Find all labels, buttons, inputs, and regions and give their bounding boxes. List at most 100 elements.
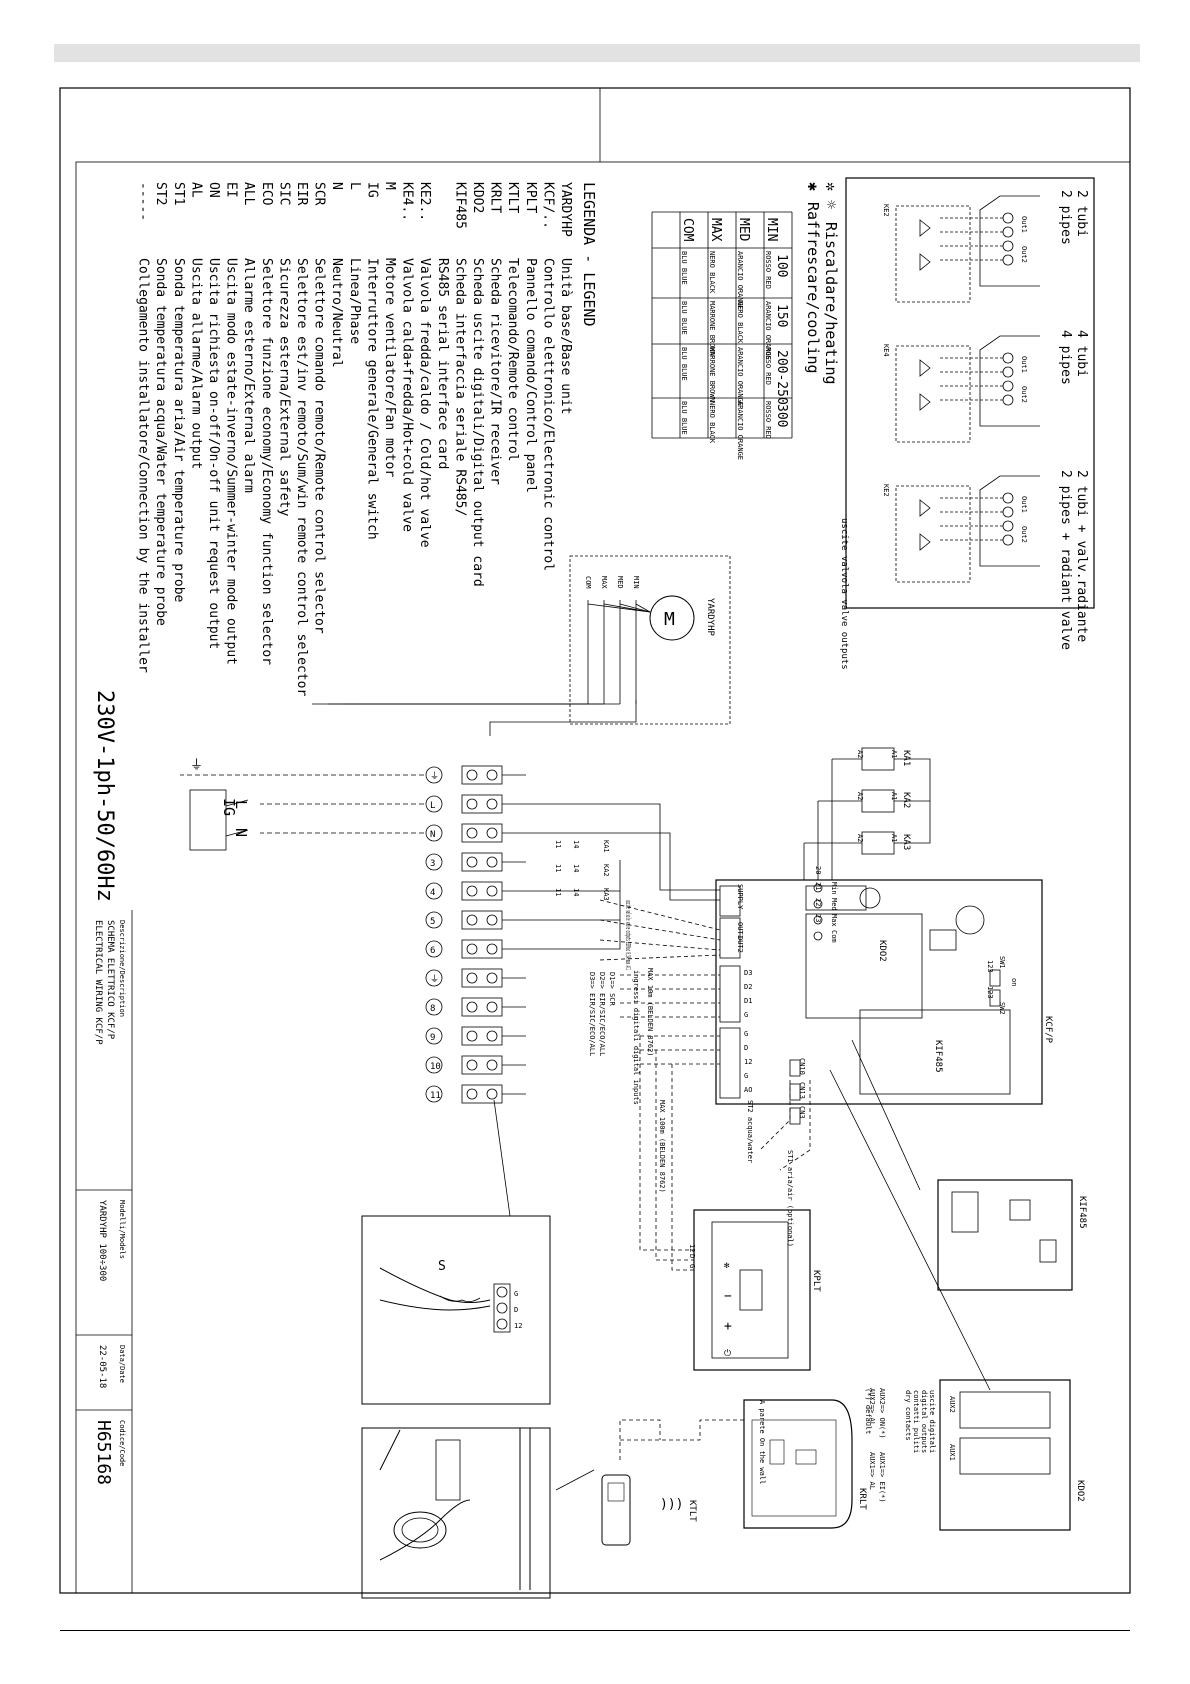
relay-contact-pin-group: 14: [572, 864, 580, 872]
kplt-terminal: 12: [688, 1244, 696, 1252]
legend-desc: Unità base/Base unit: [558, 258, 573, 415]
table-header: 100: [774, 254, 789, 277]
terminal-number-circle: [425, 1056, 443, 1074]
motor-terminal-label: Max: [830, 914, 838, 927]
legend-code: ON: [206, 182, 221, 198]
table-cell: ROSSO RED: [764, 251, 772, 289]
legend-code: KTLT: [505, 182, 520, 213]
table-row-label-group: MIN: [764, 218, 779, 241]
legend-code: L: [347, 182, 362, 190]
probe-st2: ST2 acqua/water: [746, 1100, 754, 1163]
relay-wire: [526, 860, 621, 950]
motor-wire: [619, 603, 651, 613]
terminal-screw-icon: [466, 972, 478, 984]
connector-label: CN10: [798, 1058, 806, 1075]
serial-terminal-label: G: [744, 1030, 748, 1038]
relay-pin: A1: [890, 834, 898, 842]
digital-inputs-note: ingressi digitali digital inputs: [632, 970, 640, 1105]
relay-contact-pin-group: 11: [554, 840, 562, 848]
relay-contact-label: KA3: [602, 888, 610, 901]
terminal-block: [461, 939, 503, 959]
legend-desc: Linea/Phase: [347, 258, 362, 344]
motor-wire: [635, 603, 651, 613]
relay-label-group: KA1: [901, 750, 911, 766]
kplt-terminal-group: D: [688, 1254, 696, 1258]
valve-out-label-group: Out1: [1020, 496, 1028, 513]
legend-code: YARDYHP: [558, 182, 573, 237]
motor-terminal-screw: [813, 883, 823, 893]
relay-contact-label-group: KA3: [602, 888, 610, 901]
table-cell: ARANCIO ORANGE: [736, 401, 744, 460]
valve-title: 2 tubi: [1074, 190, 1089, 237]
relay-pin-group: A1: [890, 834, 898, 842]
aux-label-group: AUX1: [948, 1444, 956, 1461]
kdo2-note-group: digital outputs: [920, 1390, 928, 1453]
mains-L: L: [232, 800, 250, 809]
table-cell-group: BLU BLUE: [680, 301, 688, 335]
serial-terminal-label: G: [744, 1072, 748, 1080]
valve-out-label: Out2: [1020, 386, 1028, 403]
valve-terminal: [1002, 366, 1014, 378]
valve-symbol-icon: [919, 359, 931, 411]
cable-note-2-group: MAX 100m (BELDEN 8762): [658, 1100, 666, 1193]
relay-pin: A1: [890, 792, 898, 800]
terminal-block: [461, 881, 503, 901]
legend-cooling-icon: ✱: [804, 182, 822, 191]
legend-code: KCF/..: [540, 182, 555, 229]
legend-heating-label: Riscaldare/heating: [822, 222, 840, 385]
dip-a: 123: [986, 960, 994, 973]
header-bar: [54, 44, 1140, 62]
terminal-screw-icon: [466, 827, 478, 839]
valve-subtitle-group: 2 pipes: [1058, 190, 1073, 245]
table-cell-group: ROSSO RED: [764, 401, 772, 439]
terminal-screw-icon: [486, 856, 498, 868]
input-terminal-label: D2: [744, 983, 752, 991]
dip-switch-label-group: SW2: [998, 1002, 1006, 1015]
krlt-wire: [619, 1419, 744, 1460]
ground-icon: ⏚: [190, 758, 203, 773]
table-row-label: MED: [736, 218, 751, 242]
table-cell-group: NERO BLACK: [708, 251, 716, 294]
power-wire: [526, 803, 720, 901]
legend-code: AL: [188, 182, 203, 198]
legend-desc: Uscita richiesta on-off/On-off unit requ…: [206, 258, 221, 649]
fan-motor: [649, 595, 695, 641]
motor-speed-label-group: MIN: [632, 576, 640, 589]
table-row-label: MIN: [764, 218, 779, 241]
kplt-label: KPLT: [811, 1270, 821, 1292]
kdo2-assign-group: AUX1=> AL: [868, 1452, 876, 1490]
legend-desc: Uscita modo estate-inverno/Summer-winter…: [224, 258, 239, 665]
legend-title: LEGENDA - LEGEND: [580, 182, 598, 327]
legend-code: SIC: [276, 182, 291, 205]
motor-terminal-label-group: Max: [830, 914, 838, 927]
valve-out-label-group: Out1: [1020, 356, 1028, 373]
terminal-block: [461, 1026, 503, 1046]
kdo2-assign: AUX1=> AL: [868, 1452, 876, 1490]
input-terminal-label: G: [744, 1011, 748, 1019]
supply-terminal: [719, 885, 741, 917]
board-component: [859, 887, 881, 909]
terminal-number-circle: [425, 998, 443, 1016]
motor-terminal-label-group: Med: [830, 898, 838, 911]
aux-label: AUX2: [948, 1396, 956, 1413]
table-header: 200-250: [774, 350, 789, 405]
terminal-block: [461, 823, 503, 843]
table-cell-group: MARRONE BROWN: [708, 347, 716, 402]
cable-note-2: MAX 100m (BELDEN 8762): [658, 1100, 666, 1193]
krlt-receiver: [743, 1399, 853, 1529]
table-header-group: 100: [774, 254, 789, 277]
kdo2-assign: AUX2=> AL: [868, 1388, 876, 1426]
valve-subtitle-group: 2 pipes + radiant valve: [1058, 470, 1073, 650]
valve-out-label-group: Out1: [1020, 216, 1028, 233]
cable-detail-box: [361, 1215, 551, 1405]
terminal-number: ⏚: [430, 771, 439, 782]
terminal-number-circle: [425, 853, 443, 871]
terminal-screw-icon: [466, 798, 478, 810]
wire-number-group: 23: [814, 914, 822, 922]
relay-contact-pin: 11: [554, 840, 562, 848]
terminal-screw-icon: [466, 1059, 478, 1071]
terminal-number: 8: [430, 1004, 435, 1014]
kplt-plus-icon: +: [724, 1319, 732, 1334]
valve-terminal: [1002, 394, 1014, 406]
